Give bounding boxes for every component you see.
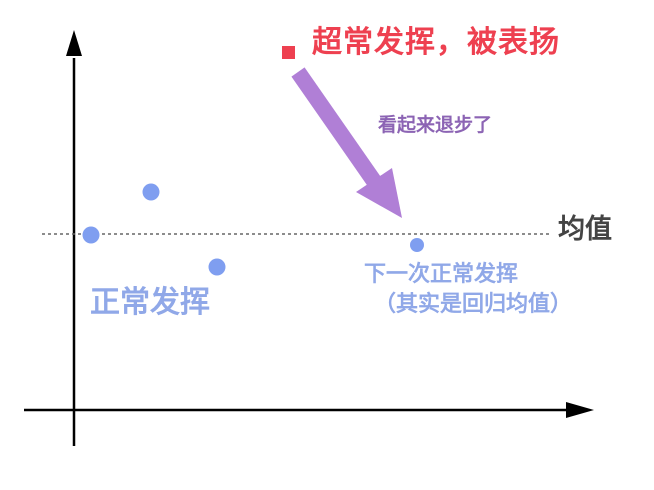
point-normal-3 <box>208 258 226 276</box>
mean-label: 均值 <box>558 214 612 245</box>
point-next <box>410 238 424 252</box>
y-axis-arrowhead <box>66 30 82 56</box>
normal-label: 正常发挥 <box>90 285 210 320</box>
next-label-line1: 下一次正常发挥 <box>364 262 519 287</box>
point-normal-1 <box>82 226 100 244</box>
x-axis-arrowhead <box>566 402 594 418</box>
title-label: 超常发挥，被表扬 <box>312 25 560 60</box>
next-label-line2: （其实是回归均值） <box>374 292 573 317</box>
point-normal-2 <box>142 183 160 201</box>
title-bullet-marker <box>282 46 295 59</box>
regress-label: 看起来退步了 <box>378 114 493 136</box>
regression-arrow <box>291 67 402 218</box>
